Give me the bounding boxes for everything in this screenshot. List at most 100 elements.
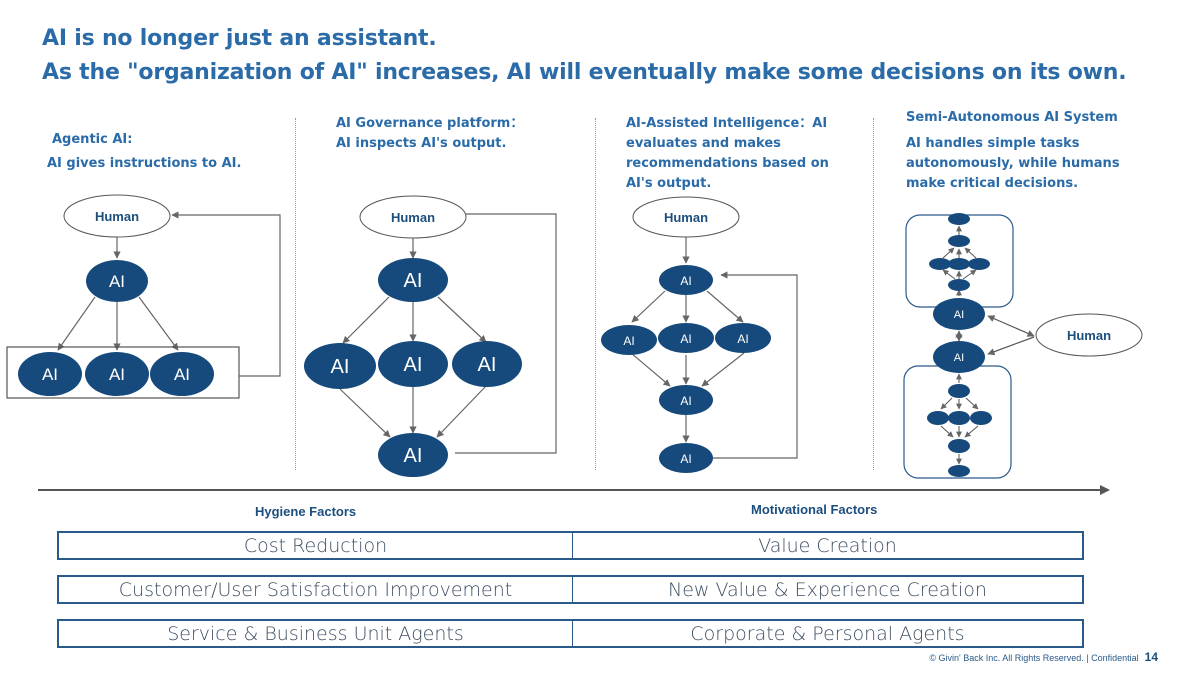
heading-line: make critical decisions. xyxy=(906,176,1079,191)
human-label: Human xyxy=(664,210,708,225)
ai-label: AI xyxy=(737,332,748,346)
ai-label: AI xyxy=(42,365,58,384)
ai-node xyxy=(933,298,985,330)
edge xyxy=(987,315,1035,337)
heading-line: AI's output. xyxy=(626,176,712,191)
edge xyxy=(436,385,487,438)
heading-line: autonomously, while humans xyxy=(906,156,1120,171)
motivational-cell: Value Creation xyxy=(758,534,897,557)
human-label: Human xyxy=(95,209,139,224)
ai-label: AI xyxy=(109,365,125,384)
column-divider xyxy=(595,118,596,470)
sub-agent-node xyxy=(948,258,970,270)
human-node xyxy=(632,196,740,238)
worker-group-box xyxy=(6,346,240,399)
ai-node xyxy=(378,433,448,477)
sub-agent-node xyxy=(948,213,970,225)
column-heading-governance: AI Governance platform： AI inspects AI's… xyxy=(336,114,523,154)
edge xyxy=(940,397,953,410)
human-node xyxy=(1035,313,1143,357)
slide-title: AI is no longer just an assistant. As th… xyxy=(42,22,1127,90)
column-heading-assisted: AI-Assisted Intelligence：AI evaluates an… xyxy=(626,114,829,194)
ai-node xyxy=(378,258,448,302)
factor-row: Service & Business Unit Agents Corporate… xyxy=(57,619,1084,648)
ai-node xyxy=(86,260,148,302)
ai-label: AI xyxy=(109,272,125,291)
edge xyxy=(342,296,390,344)
diagram-governance: Human AI AI AI AI AI xyxy=(304,195,557,477)
motivational-cell: New Value & Experience Creation xyxy=(668,578,987,601)
heading-line: AI gives instructions to AI. xyxy=(47,156,242,171)
diagram-agentic-ai: Human AI AI AI AI xyxy=(6,194,281,399)
ai-node xyxy=(715,323,771,353)
human-label: Human xyxy=(391,210,435,225)
factor-row: Cost Reduction Value Creation xyxy=(57,531,1084,560)
edge xyxy=(962,269,977,280)
sub-agent-node xyxy=(927,411,949,425)
ai-node xyxy=(85,352,149,396)
diagram-semi-autonomous: AI AI Human xyxy=(903,213,1143,479)
edge xyxy=(138,296,179,351)
ai-label: AI xyxy=(680,274,691,288)
ai-label: AI xyxy=(623,334,634,348)
heading-line: recommendations based on xyxy=(626,156,829,171)
edge xyxy=(942,247,955,259)
feedback-edge xyxy=(171,211,281,377)
edge xyxy=(339,388,391,438)
heading-line: AI handles simple tasks xyxy=(906,136,1080,151)
sub-agent-node xyxy=(948,235,970,247)
heading-line: evaluates and makes xyxy=(626,136,781,151)
ai-label: AI xyxy=(954,352,964,364)
hygiene-cell: Cost Reduction xyxy=(59,533,573,558)
page-number: 14 xyxy=(1144,650,1158,664)
ai-label: AI xyxy=(680,394,691,408)
ai-label: AI xyxy=(331,356,350,378)
edge xyxy=(631,290,666,323)
edge xyxy=(701,352,745,387)
heading-line: AI inspects AI's output. xyxy=(336,136,507,151)
human-node xyxy=(63,194,171,238)
ai-label: AI xyxy=(680,452,691,466)
ai-label: AI xyxy=(404,354,423,376)
ai-node xyxy=(150,352,214,396)
ai-node xyxy=(658,323,714,353)
edge xyxy=(964,247,977,259)
heading-line: AI Governance platform： xyxy=(336,116,524,131)
human-node xyxy=(359,195,467,239)
title-line-1: AI is no longer just an assistant. xyxy=(42,26,437,51)
ai-node xyxy=(933,341,985,373)
ai-label: AI xyxy=(954,309,964,321)
edge xyxy=(57,296,96,351)
ai-label: AI xyxy=(174,365,190,384)
ai-label: AI xyxy=(478,354,497,376)
copyright-text: © Givin' Back Inc. All Rights Reserved. … xyxy=(929,653,1139,663)
diagram-assisted-intelligence: Human AI AI AI AI AI AI xyxy=(601,196,798,473)
sub-agent-node xyxy=(948,411,970,425)
feedback-edge xyxy=(455,213,557,454)
edge xyxy=(706,290,744,323)
ai-node xyxy=(601,325,657,355)
ai-node xyxy=(18,352,82,396)
heading-line: AI-Assisted Intelligence：AI xyxy=(626,116,828,131)
sub-agent-node xyxy=(970,411,992,425)
ai-node xyxy=(452,341,522,387)
ai-label: AI xyxy=(680,332,691,346)
ai-label: AI xyxy=(404,270,423,292)
human-label: Human xyxy=(1067,328,1111,343)
column-heading-agentic: Agentic AI: AI gives instructions to AI. xyxy=(47,130,241,174)
progression-axis xyxy=(38,489,1102,491)
column-divider xyxy=(295,118,296,470)
title-line-2: As the "organization of AI" increases, A… xyxy=(42,60,1127,85)
axis-arrowhead-icon xyxy=(1100,485,1110,495)
edge xyxy=(942,269,956,280)
column-divider xyxy=(873,118,874,470)
sub-agent-node xyxy=(929,258,951,270)
hygiene-cell: Service & Business Unit Agents xyxy=(59,621,573,646)
ai-node xyxy=(659,443,713,473)
sub-agent-node xyxy=(968,258,990,270)
motivational-factors-label: Motivational Factors xyxy=(751,502,878,517)
edge xyxy=(964,425,979,438)
edge xyxy=(437,296,487,343)
heading-line: Semi-Autonomous AI System xyxy=(906,110,1118,125)
hygiene-factors-label: Hygiene Factors xyxy=(255,504,357,519)
